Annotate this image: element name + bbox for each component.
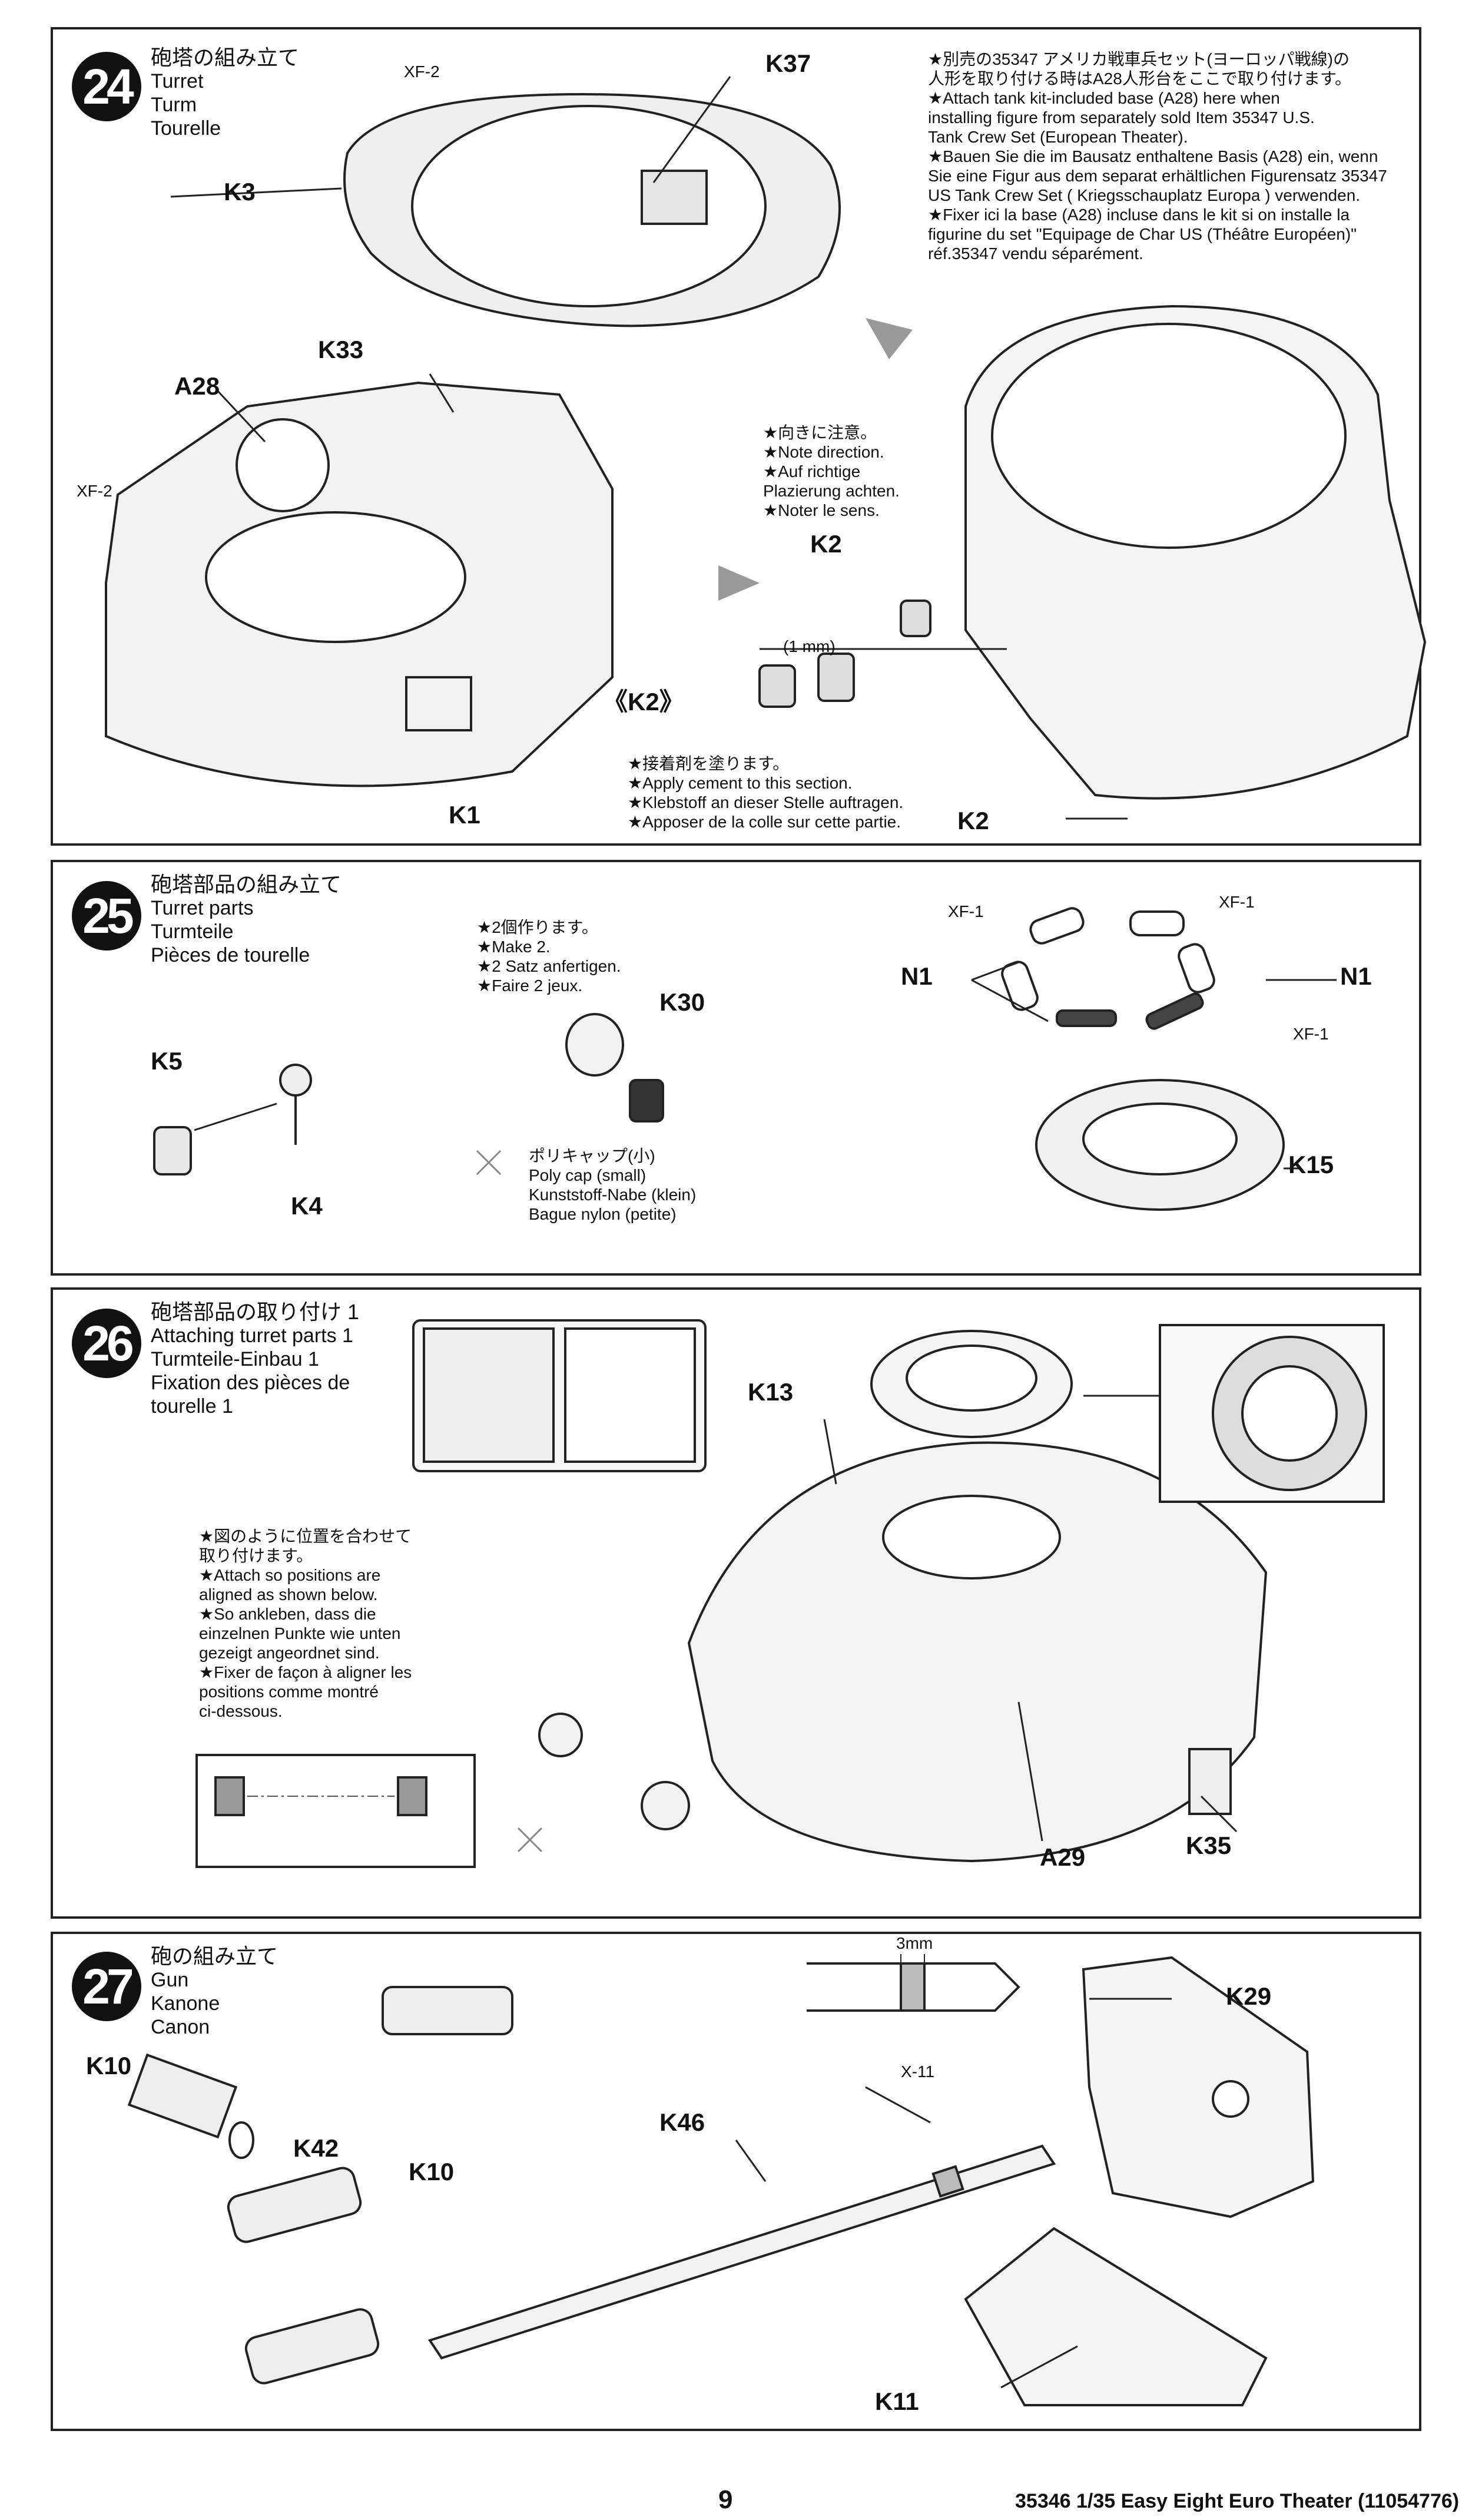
step-26-title-jp: 砲塔部品の取り付け 1 xyxy=(151,1300,360,1324)
label-k3: K3 xyxy=(224,178,256,206)
step-27-drawing xyxy=(127,1954,1315,2406)
step-24-note-direction: ★向きに注意。 ★Note direction. ★Auf richtige P… xyxy=(763,423,900,519)
label-k37: K37 xyxy=(765,49,811,77)
step-25-panel: 25 砲塔部品の組み立て Turret parts Turmteile Pièc… xyxy=(51,860,1421,1276)
label-xf1-a: XF-1 xyxy=(948,902,984,920)
step-25-note-make: ★2個作ります。 ★Make 2. ★2 Satz anfertigen. ★F… xyxy=(477,918,621,995)
step-24-title-jp: 砲塔の組み立て xyxy=(151,45,300,69)
label-a29: A29 xyxy=(1040,1843,1086,1871)
label-a28: A28 xyxy=(174,372,220,400)
label-k1: K1 xyxy=(449,801,480,829)
step-24-note-top: ★別売の35347 アメリカ戦車兵セット(ヨーロッパ戦線)の 人形を取り付ける時… xyxy=(928,50,1387,263)
step-27-title-jp: 砲の組み立て xyxy=(151,1944,279,1968)
step-25-title-fr: Pièces de tourelle xyxy=(151,944,310,966)
step-25-title-en: Turret parts xyxy=(151,897,254,919)
label-k2-b: 《K2》 xyxy=(603,688,684,716)
label-1mm: (1 mm) xyxy=(783,637,836,655)
step-27-panel: 27 砲の組み立て Gun Kanone Canon xyxy=(51,1932,1421,2431)
label-xf1-c: XF-1 xyxy=(1293,1025,1329,1043)
page-number: 9 xyxy=(718,2485,733,2514)
step-27-title-fr: Canon xyxy=(151,2016,210,2038)
label-xf1-b: XF-1 xyxy=(1219,893,1255,911)
label-k10-b: K10 xyxy=(409,2158,455,2185)
label-k10-a: K10 xyxy=(86,2052,132,2079)
label-k29: K29 xyxy=(1226,1982,1272,2010)
step-27-number: 27 xyxy=(72,1952,141,2021)
step-24-title-de: Turm xyxy=(151,94,197,116)
step-24-title: 砲塔の組み立て Turret Turm Tourelle xyxy=(151,46,299,140)
label-xf2-a: XF-2 xyxy=(404,62,440,81)
label-3mm: 3mm xyxy=(896,1934,933,1952)
step-26-note-align: ★図のように位置を合わせて 取り付けます。 ★Attach so positio… xyxy=(199,1527,412,1720)
step-27-title-de: Kanone xyxy=(151,1992,220,2015)
step-26-panel: 26 砲塔部品の取り付け 1 Attaching turret parts 1 … xyxy=(51,1287,1421,1919)
label-k2-c: K2 xyxy=(957,807,989,835)
step-26-title: 砲塔部品の取り付け 1 Attaching turret parts 1 Tur… xyxy=(151,1300,359,1418)
label-xf2-b: XF-2 xyxy=(77,482,112,500)
label-k2-a: K2 xyxy=(810,530,842,558)
step-25-drawing xyxy=(153,907,1337,1211)
step-26-title-en: Attaching turret parts 1 xyxy=(151,1324,353,1347)
step-27-title: 砲の組み立て Gun Kanone Canon xyxy=(151,1945,278,2039)
step-26-drawing xyxy=(195,1319,1385,1868)
product-info: 35346 1/35 Easy Eight Euro Theater (1105… xyxy=(1015,2490,1460,2512)
step-25-number: 25 xyxy=(72,881,141,951)
step-24-title-fr: Tourelle xyxy=(151,117,221,140)
step-24-note-cement: ★接着剤を塗ります。 ★Apply cement to this section… xyxy=(628,754,904,831)
step-24-number: 24 xyxy=(72,52,141,121)
step-24-title-en: Turret xyxy=(151,70,204,92)
label-k42: K42 xyxy=(293,2134,339,2162)
label-x11: X-11 xyxy=(901,2062,935,2081)
label-k11: K11 xyxy=(875,2387,919,2415)
step-25-title-jp: 砲塔部品の組み立て xyxy=(151,872,342,896)
label-n1-a: N1 xyxy=(901,962,933,990)
label-k33: K33 xyxy=(318,336,364,363)
label-k4: K4 xyxy=(291,1192,323,1220)
label-k46: K46 xyxy=(659,2108,705,2136)
label-k13: K13 xyxy=(748,1378,794,1406)
step-26-title-fr2: tourelle 1 xyxy=(151,1395,233,1418)
step-24-drawing xyxy=(105,76,1427,820)
label-k5: K5 xyxy=(151,1047,183,1075)
step-27-title-en: Gun xyxy=(151,1969,189,1991)
step-26-number: 26 xyxy=(72,1309,141,1378)
step-26-title-de: Turmteile-Einbau 1 xyxy=(151,1348,319,1370)
step-24-panel: 24 砲塔の組み立て Turret Turm Tourelle xyxy=(51,27,1427,846)
step-26-title-fr1: Fixation des pièces de xyxy=(151,1372,350,1394)
step-25-title-de: Turmteile xyxy=(151,920,234,943)
label-n1-b: N1 xyxy=(1340,962,1372,990)
step-25-note-polycap: ポリキャップ(小) Poly cap (small) Kunststoff-Na… xyxy=(529,1147,697,1223)
label-k30: K30 xyxy=(659,988,705,1016)
step-25-title: 砲塔部品の組み立て Turret parts Turmteile Pièces … xyxy=(151,873,342,967)
label-k35: K35 xyxy=(1186,1832,1232,1859)
label-k15: K15 xyxy=(1288,1151,1334,1178)
